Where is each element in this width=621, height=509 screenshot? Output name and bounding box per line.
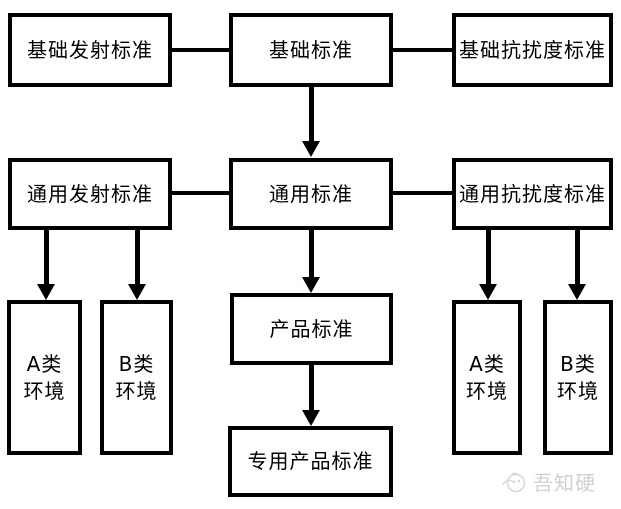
node-label-line1: A类 <box>26 351 63 376</box>
arrowhead-icon <box>302 410 320 426</box>
node-label: 基础抗扰度标准 <box>459 37 606 62</box>
arrow-generic-immunity-to-class-a-right <box>486 230 491 285</box>
node-label: 专用产品标准 <box>247 449 374 473</box>
node-label: A类 环境 <box>466 351 508 405</box>
brand-logo-icon <box>502 472 526 493</box>
arrow-product-to-dedicated-product <box>309 365 314 411</box>
node-label-line2: 环境 <box>23 378 66 403</box>
arrowhead-icon <box>479 284 497 300</box>
node-label: 基础发射标准 <box>27 37 153 62</box>
arrowhead-icon <box>128 284 146 300</box>
node-label: 通用抗扰度标准 <box>459 181 606 206</box>
node-label: B类 环境 <box>116 351 158 405</box>
node-basic-immunity-standard: 基础抗扰度标准 <box>452 13 613 87</box>
brand-watermark: 吾知硬 <box>500 464 615 498</box>
arrow-generic-emission-to-class-b-left <box>135 230 140 285</box>
connector-generic-emission-to-generic <box>172 191 229 195</box>
node-label: 通用发射标准 <box>27 181 153 206</box>
node-label: B类 环境 <box>557 351 599 405</box>
node-label: 产品标准 <box>269 316 354 341</box>
node-basic-standard: 基础标准 <box>229 13 393 87</box>
node-generic-emission-standard: 通用发射标准 <box>8 158 172 230</box>
brand-name: 吾知硬 <box>533 470 596 495</box>
node-class-b-environment-right: B类 环境 <box>543 300 613 455</box>
node-product-standard: 产品标准 <box>230 293 393 365</box>
connector-generic-to-generic-immunity <box>393 191 452 195</box>
arrowhead-icon <box>302 277 320 293</box>
node-label-line1: B类 <box>560 351 596 376</box>
node-dedicated-product-standard: 专用产品标准 <box>228 426 393 497</box>
node-label-line2: 环境 <box>557 378 599 403</box>
node-label: 通用标准 <box>269 181 353 206</box>
node-label: A类 环境 <box>24 351 66 405</box>
arrow-basic-to-generic <box>309 87 314 142</box>
node-label-line1: A类 <box>469 351 505 376</box>
arrow-generic-to-product <box>309 230 314 278</box>
arrowhead-icon <box>568 284 586 300</box>
node-label: 基础标准 <box>269 37 353 62</box>
arrowhead-icon <box>302 141 320 157</box>
node-class-b-environment-left: B类 环境 <box>100 300 173 455</box>
arrowhead-icon <box>37 284 55 300</box>
connector-basic-to-basic-immunity <box>393 48 452 52</box>
arrow-generic-emission-to-class-a-left <box>44 230 49 285</box>
connector-basic-emission-to-basic <box>172 48 229 52</box>
node-generic-standard: 通用标准 <box>229 158 393 230</box>
node-basic-emission-standard: 基础发射标准 <box>8 13 172 87</box>
node-class-a-environment-left: A类 环境 <box>7 300 82 455</box>
node-label-line2: 环境 <box>115 378 158 403</box>
node-generic-immunity-standard: 通用抗扰度标准 <box>452 158 613 230</box>
node-label-line1: B类 <box>118 351 155 376</box>
node-label-line2: 环境 <box>466 378 508 403</box>
arrow-generic-immunity-to-class-b-right <box>575 230 580 285</box>
node-class-a-environment-right: A类 环境 <box>452 300 522 455</box>
